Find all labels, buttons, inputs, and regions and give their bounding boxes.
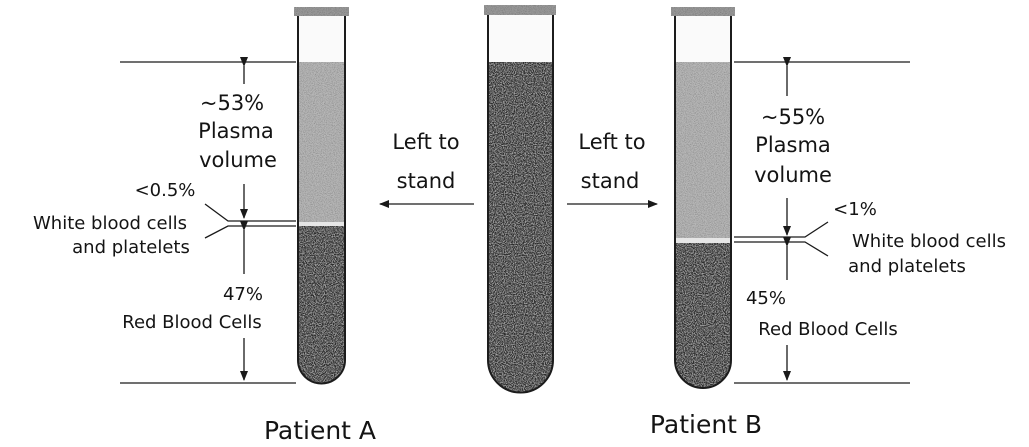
tube-patient-a xyxy=(294,7,349,396)
b-buffy-leader-line xyxy=(734,222,828,237)
tube-center-blood xyxy=(486,62,556,396)
b-rbc-percent: 45% xyxy=(746,288,786,309)
a-rbc-label: Red Blood Cells xyxy=(122,312,261,333)
arrow-left-label-line2: stand xyxy=(397,169,456,193)
a-plasma-label-line2: volume xyxy=(199,148,277,172)
a-buffy-percent: <0.5% xyxy=(135,180,196,201)
patient-b-name: Patient B xyxy=(650,410,762,439)
patient-a-name: Patient A xyxy=(264,416,376,445)
arrow-right-label-line1: Left to xyxy=(578,130,645,154)
a-buffy-leader-line xyxy=(205,204,296,221)
a-rbc-percent: 47% xyxy=(223,284,263,305)
b-buffy-label-line1: White blood cells xyxy=(852,231,1006,252)
b-buffy-percent: <1% xyxy=(833,199,877,220)
tube-center-headspace xyxy=(486,10,556,62)
arrow-right-label-line2: stand xyxy=(581,169,640,193)
arrow-left-label-line1: Left to xyxy=(392,130,459,154)
tube-a-rbc-layer xyxy=(296,226,348,396)
patient-a-annotations: ~53% Plasma volume <0.5% White blood cel… xyxy=(33,62,296,383)
b-buffy-label-line2: and platelets xyxy=(848,256,966,277)
b-plasma-label-line2: volume xyxy=(754,163,832,187)
tube-b-plasma-layer xyxy=(673,62,734,238)
tube-whole-blood xyxy=(484,5,556,396)
a-plasma-percent: ~53% xyxy=(200,91,264,115)
tube-b-buffy-coat xyxy=(673,238,734,243)
tube-patient-b xyxy=(671,7,735,396)
b-rbc-label: Red Blood Cells xyxy=(758,319,897,340)
tube-b-headspace xyxy=(673,10,734,62)
tube-b-rbc-layer xyxy=(673,243,734,396)
b-plasma-label-line1: Plasma xyxy=(755,133,831,157)
tube-center-cap xyxy=(484,5,556,15)
a-buffy-label-line1: White blood cells xyxy=(33,213,187,234)
patient-b-annotations: ~55% Plasma volume <1% White blood cells… xyxy=(734,62,1006,383)
a-buffy-label-line2: and platelets xyxy=(72,237,190,258)
b-buffy-leader-line-lower xyxy=(734,242,828,256)
tube-a-headspace xyxy=(296,10,348,62)
a-plasma-label-line1: Plasma xyxy=(198,119,274,143)
tube-a-buffy-coat xyxy=(296,222,348,226)
tube-a-cap xyxy=(294,7,349,16)
tube-b-cap xyxy=(671,7,735,16)
tube-a-plasma-layer xyxy=(296,62,348,222)
a-buffy-leader-line-lower xyxy=(205,226,296,238)
b-plasma-percent: ~55% xyxy=(761,105,825,129)
